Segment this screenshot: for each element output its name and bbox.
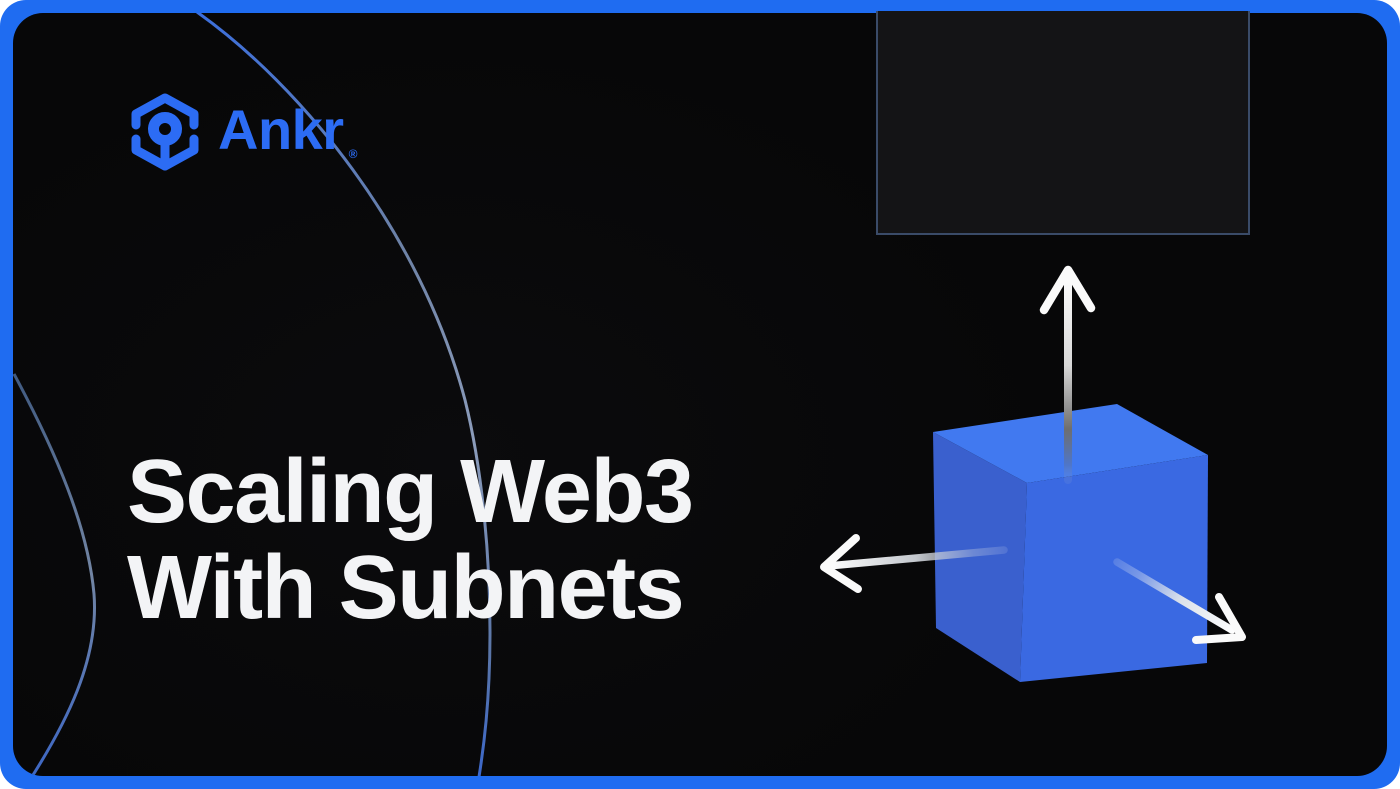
arrow-up-icon (1044, 270, 1091, 480)
cube-left-face (933, 432, 1027, 682)
registered-mark-icon: ® (348, 147, 358, 161)
headline-line-1: Scaling Web3 (127, 442, 694, 542)
cube-right-face (1020, 455, 1208, 682)
ankr-logo: Ankr ® (129, 93, 357, 171)
brand-name: Ankr (218, 98, 344, 161)
subnet-panel (876, 11, 1250, 235)
arrow-left-icon (824, 538, 1004, 589)
ankr-logo-icon (131, 93, 199, 171)
arrow-down-right-icon (1117, 562, 1242, 640)
small-ellipse-arc (14, 374, 95, 789)
large-ellipse-arc (197, 12, 490, 789)
cube-graphic (933, 404, 1208, 682)
headline-line-2: With Subnets (127, 538, 685, 638)
headline: Scaling Web3 With Subnets (127, 442, 694, 638)
